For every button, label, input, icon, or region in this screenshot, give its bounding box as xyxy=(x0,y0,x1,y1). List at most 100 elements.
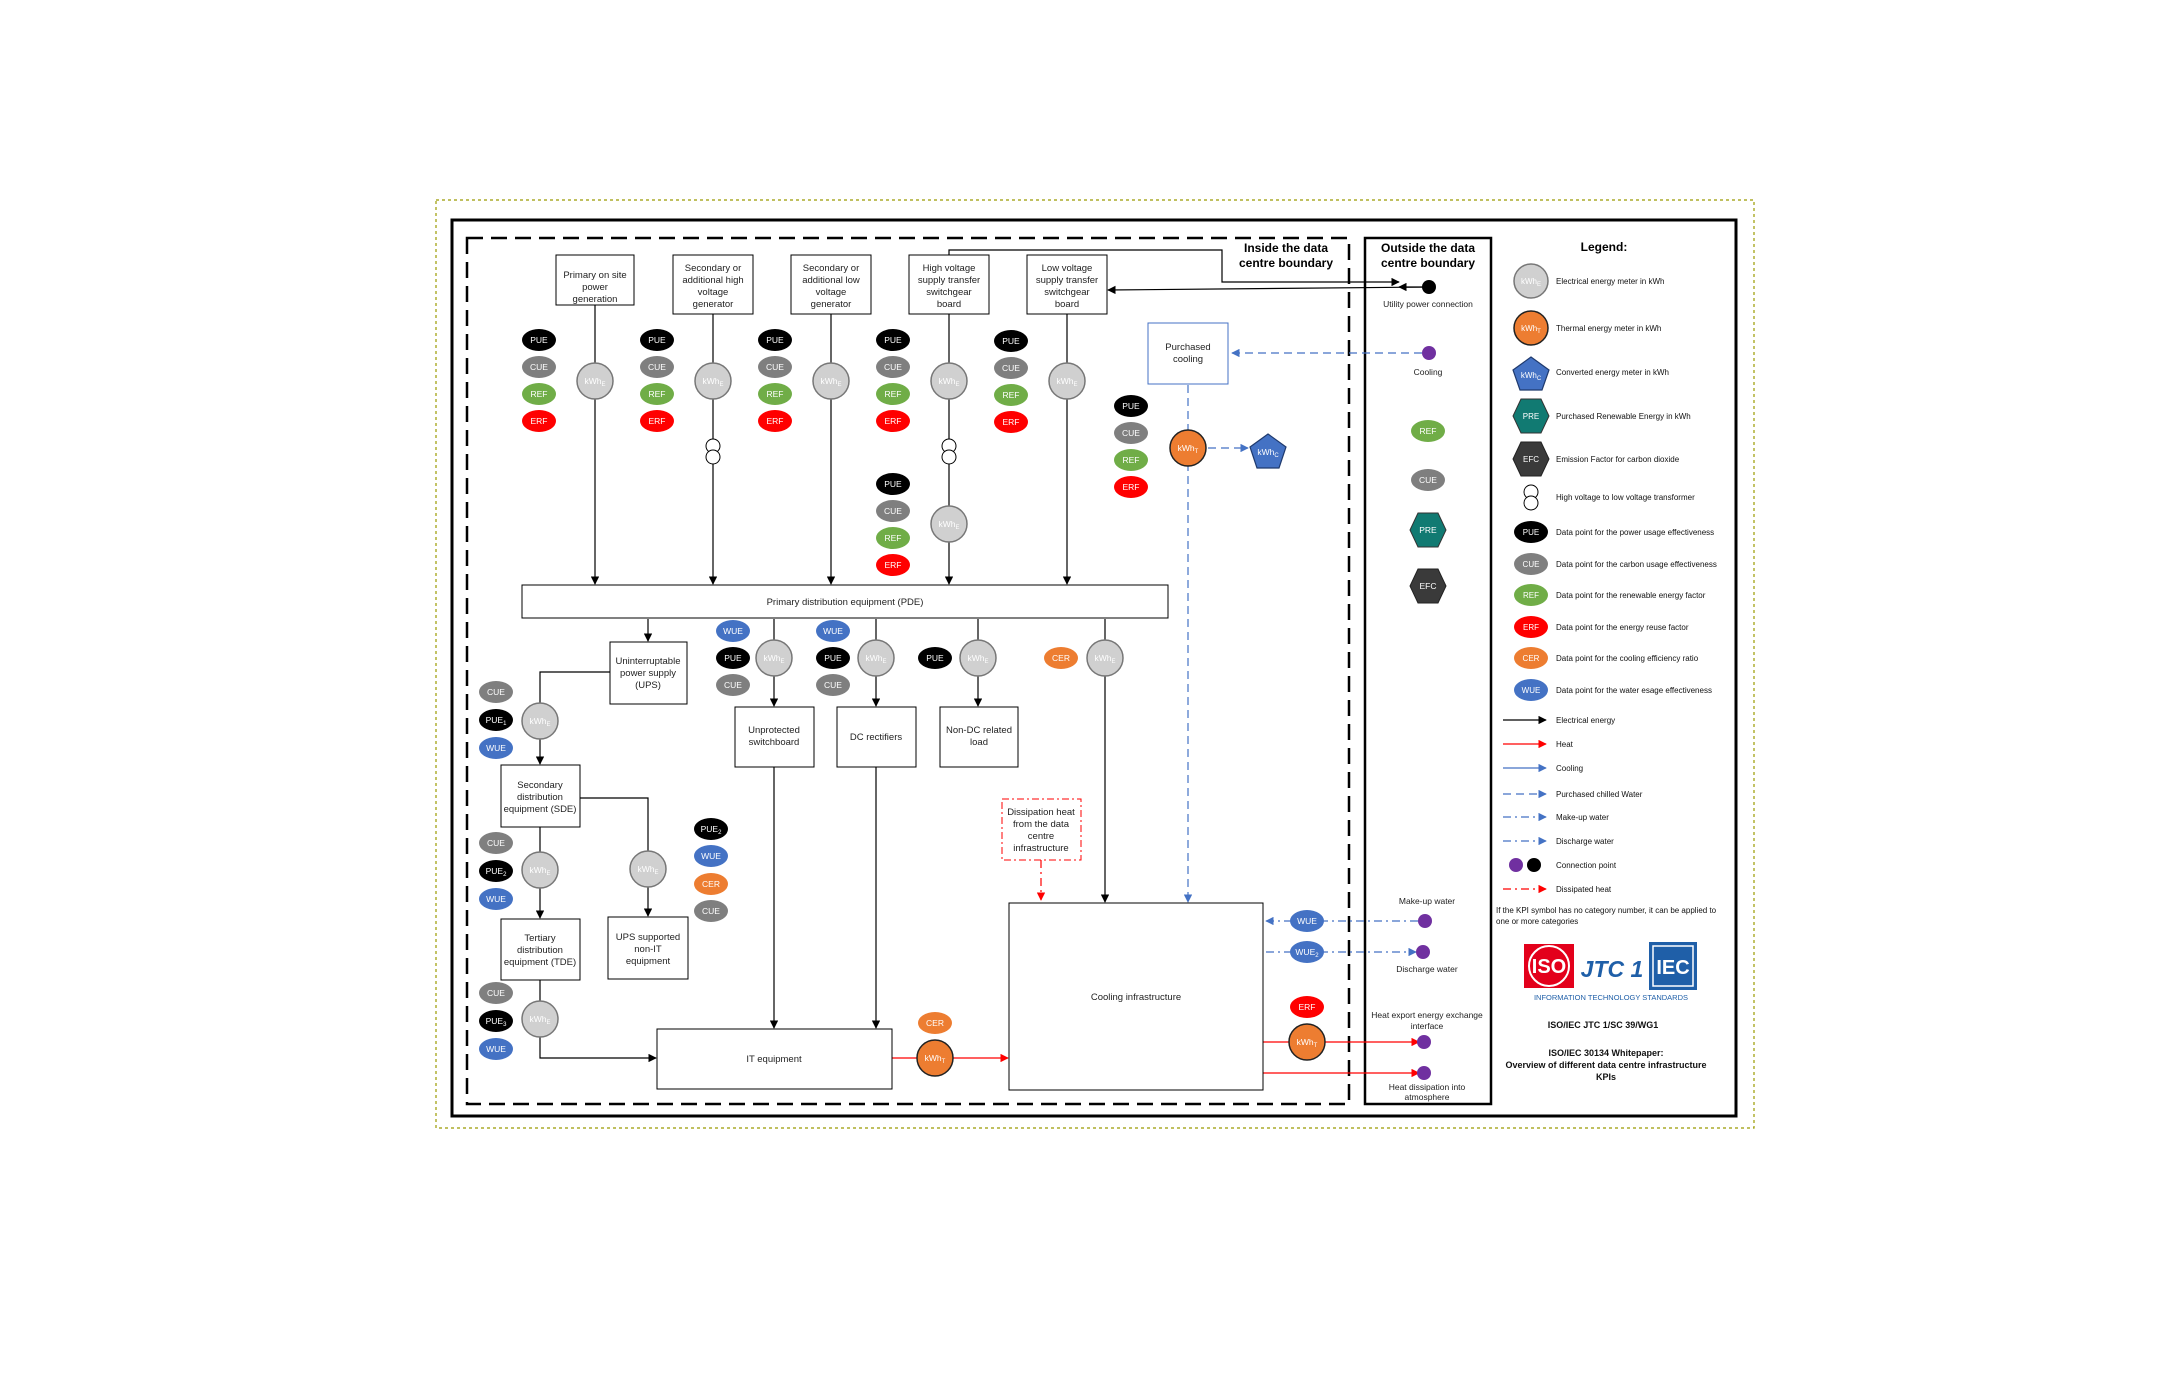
svg-text:CUE: CUE xyxy=(884,362,902,372)
svg-text:Dissipated heat: Dissipated heat xyxy=(1556,885,1612,894)
box-hv-switchgear xyxy=(908,254,990,315)
svg-text:kWhE: kWhE xyxy=(529,716,550,728)
svg-text:kWhE: kWhE xyxy=(938,376,959,388)
svg-text:REF: REF xyxy=(649,389,666,399)
cue-badge: CUE xyxy=(479,681,513,703)
cue-badge: CUE xyxy=(816,674,850,696)
svg-text:High voltage to low voltage tr: High voltage to low voltage transformer xyxy=(1556,493,1695,502)
svg-text:REF: REF xyxy=(1420,426,1437,436)
box-sde xyxy=(500,764,581,828)
label-it-equipment: IT equipment xyxy=(746,1054,802,1065)
box-ups-non-it xyxy=(607,916,689,980)
svg-text:EFC: EFC xyxy=(1420,581,1437,591)
svg-text:PUE: PUE xyxy=(1122,401,1140,411)
svg-text:Connection point: Connection point xyxy=(1556,861,1617,870)
svg-text:PUE: PUE xyxy=(884,335,902,345)
meter-thermal-export: kWhT xyxy=(1288,1023,1326,1061)
svg-text:WUE: WUE xyxy=(1522,686,1541,695)
legend-line-cooling: Cooling xyxy=(1503,763,1583,773)
box-pde xyxy=(521,584,1169,619)
svg-text:kWhC: kWhC xyxy=(1521,371,1542,382)
svg-text:kWhE: kWhE xyxy=(702,376,723,388)
svg-text:Data point for the energy reus: Data point for the energy reuse factor xyxy=(1556,623,1689,632)
svg-text:ERF: ERF xyxy=(1299,1002,1316,1012)
wue2-badge: WUE2 xyxy=(1290,941,1324,963)
svg-text:CUE: CUE xyxy=(702,906,720,916)
svg-text:Purchased Renewable Energy in: Purchased Renewable Energy in kWh xyxy=(1556,412,1691,421)
svg-text:kWhT: kWhT xyxy=(1178,443,1199,455)
svg-text:Cooling: Cooling xyxy=(1556,764,1583,773)
wue-badge: WUE xyxy=(716,620,750,642)
pue-badge: PUE xyxy=(640,329,674,351)
meter-thermal-it: kWhT xyxy=(916,1039,954,1077)
box-secondary-lv xyxy=(790,254,872,315)
footer-title: ISO/IEC 30134 Whitepaper: xyxy=(1548,1048,1663,1058)
meter-ups-non-it: kWhE xyxy=(629,850,667,888)
footer-subtitle-2: KPIs xyxy=(1596,1072,1616,1082)
label-cooling-infra: Cooling infrastructure xyxy=(1091,992,1181,1003)
legend-line-dissipated: Dissipated heat xyxy=(1503,884,1612,894)
svg-text:CUE: CUE xyxy=(1002,363,1020,373)
svg-text:Data point for the renewable e: Data point for the renewable energy fact… xyxy=(1556,591,1706,600)
svg-text:kWhE: kWhE xyxy=(584,376,605,388)
svg-text:PUE: PUE xyxy=(926,653,944,663)
wue-badge: WUE xyxy=(816,620,850,642)
cer-badge: CER xyxy=(918,1012,952,1034)
svg-text:PUE: PUE xyxy=(724,653,742,663)
svg-text:kWhE: kWhE xyxy=(763,653,784,665)
cer-badge: CER xyxy=(1044,647,1078,669)
makeup-label: Make-up water xyxy=(1399,896,1455,906)
meter-non-dc: kWhE xyxy=(959,639,997,677)
utility-connection-point xyxy=(1422,280,1436,294)
wue-badge: WUE xyxy=(694,845,728,867)
box-tde xyxy=(500,918,581,981)
svg-text:WUE2: WUE2 xyxy=(1295,947,1319,959)
utility-label: Utility power connection xyxy=(1383,299,1473,309)
legend-line-electrical: Electrical energy xyxy=(1503,715,1615,725)
svg-text:kWhE: kWhE xyxy=(1521,277,1541,288)
logo-tagline: INFORMATION TECHNOLOGY STANDARDS xyxy=(1534,993,1688,1002)
box-lv-switchgear xyxy=(1026,254,1108,315)
logo-iec: IEC xyxy=(1656,957,1689,979)
connection-points xyxy=(1416,280,1436,1080)
erf-badge: ERF xyxy=(876,554,910,576)
pue-badge: PUE xyxy=(876,329,910,351)
svg-text:REF: REF xyxy=(1003,390,1020,400)
svg-text:CUE: CUE xyxy=(487,838,505,848)
svg-text:CUE: CUE xyxy=(1419,475,1437,485)
svg-text:PUE: PUE xyxy=(766,335,784,345)
cue-badge: CUE xyxy=(522,356,556,378)
svg-text:Discharge water: Discharge water xyxy=(1556,837,1614,846)
svg-text:CUE: CUE xyxy=(724,680,742,690)
discharge-label: Discharge water xyxy=(1396,964,1458,974)
wue-badge: WUE xyxy=(1290,910,1324,932)
svg-text:REF: REF xyxy=(885,533,902,543)
svg-text:CUE: CUE xyxy=(530,362,548,372)
wue-badge: WUE xyxy=(479,888,513,910)
ref-badge: REF xyxy=(876,383,910,405)
svg-text:ERF: ERF xyxy=(1523,623,1539,632)
legend-title: Legend: xyxy=(1581,240,1628,254)
svg-text:CUE: CUE xyxy=(824,680,842,690)
svg-text:Electrical energy meter in kWh: Electrical energy meter in kWh xyxy=(1556,277,1664,286)
svg-text:PUE2: PUE2 xyxy=(701,824,722,836)
wue-badge: WUE xyxy=(479,737,513,759)
svg-text:kWhE: kWhE xyxy=(938,519,959,531)
legend-line-makeup: Make-up water xyxy=(1503,812,1609,822)
svg-text:kWhT: kWhT xyxy=(1297,1037,1318,1049)
label-pde: Primary distribution equipment (PDE) xyxy=(767,597,924,608)
svg-text:CER: CER xyxy=(702,879,720,889)
svg-text:kWhE: kWhE xyxy=(529,1014,550,1026)
pue-badge: PUE xyxy=(994,330,1028,352)
svg-text:CUE: CUE xyxy=(1523,560,1540,569)
svg-text:WUE: WUE xyxy=(823,626,843,636)
meter-hv-switchgear: kWhE xyxy=(930,362,968,400)
wue-badge: WUE xyxy=(479,1038,513,1060)
svg-text:CUE: CUE xyxy=(648,362,666,372)
